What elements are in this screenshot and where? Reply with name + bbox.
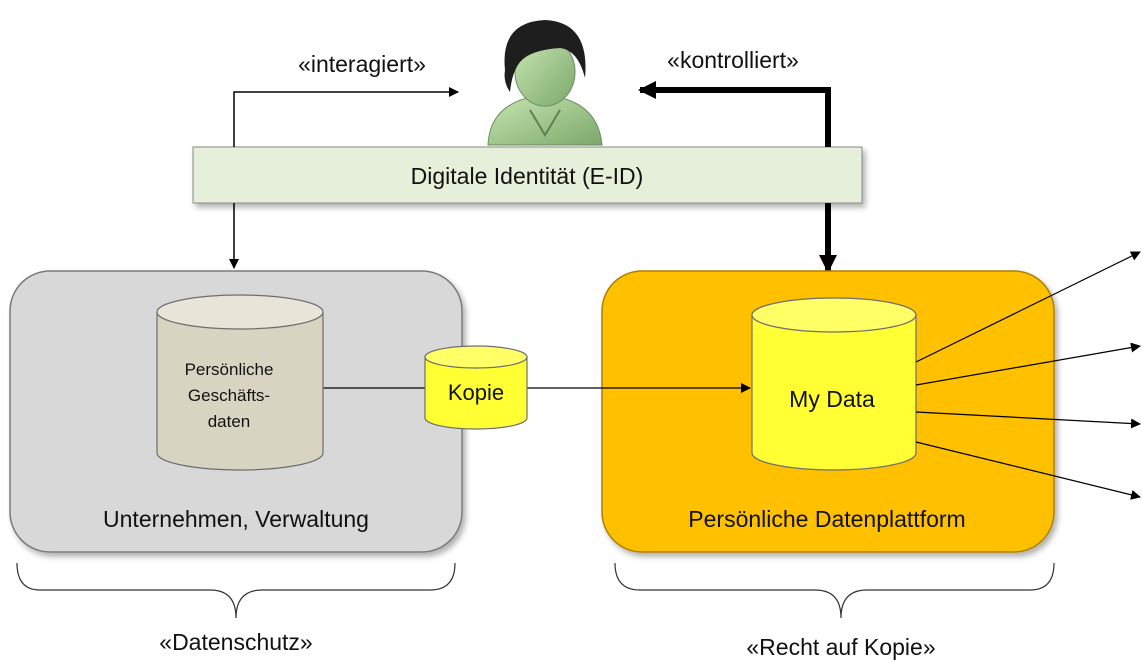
identity-bar bbox=[192, 146, 863, 204]
platform-label: Persönliche Datenplattform bbox=[688, 506, 965, 532]
copy-label: Kopie bbox=[448, 380, 504, 405]
brace-left bbox=[16, 562, 456, 619]
brace-right bbox=[614, 562, 1055, 619]
business-data-line2: Geschäfts- bbox=[188, 386, 270, 405]
kontrolliert-label: «kontrolliert» bbox=[667, 47, 799, 73]
my-data-cylinder bbox=[751, 297, 917, 471]
business-data-line3: daten bbox=[208, 412, 251, 431]
company-label: Unternehmen, Verwaltung bbox=[103, 506, 369, 532]
outgoing-arrow-3 bbox=[915, 411, 1141, 429]
business-data-cylinder bbox=[156, 294, 324, 471]
right-to-copy-label: «Recht auf Kopie» bbox=[746, 634, 935, 660]
privacy-label: «Datenschutz» bbox=[159, 629, 312, 655]
kontrolliert-arrow bbox=[638, 81, 831, 147]
copy-cylinder bbox=[424, 345, 528, 430]
interagiert-label: «interagiert» bbox=[298, 51, 426, 77]
identity-label: Digitale Identität (E-ID) bbox=[411, 163, 644, 189]
outgoing-arrow-4 bbox=[915, 441, 1141, 500]
person-icon bbox=[487, 20, 603, 146]
my-data-label: My Data bbox=[789, 386, 875, 412]
interagiert-arrow bbox=[233, 87, 459, 147]
outgoing-arrow-2 bbox=[915, 342, 1141, 386]
outgoing-arrow-1 bbox=[915, 251, 1141, 363]
business-data-line1: Persönliche bbox=[185, 360, 274, 379]
